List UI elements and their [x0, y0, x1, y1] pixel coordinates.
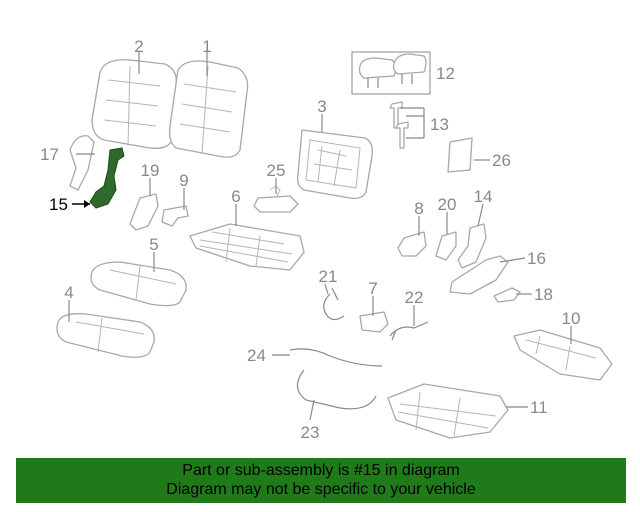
part-13-guides — [389, 101, 409, 149]
part-24-rod — [289, 348, 383, 367]
callout-6: 6 — [231, 187, 240, 206]
leader-lines — [68, 52, 572, 421]
part-25-cover — [253, 185, 299, 213]
part-3-seat-back-frame — [296, 129, 373, 200]
part-8-cover — [397, 231, 427, 257]
callout-21: 21 — [319, 267, 338, 286]
callout-9: 9 — [179, 171, 188, 190]
banner-line-2: Diagram may not be specific to your vehi… — [166, 481, 476, 498]
callout-1: 1 — [202, 37, 211, 56]
callout-18: 18 — [534, 285, 553, 304]
callout-22: 22 — [405, 288, 424, 307]
callout-2: 2 — [134, 37, 143, 56]
callout-19: 19 — [141, 161, 160, 180]
callout-15: 15 — [49, 195, 68, 214]
part-7-latch — [359, 311, 389, 333]
callout-14: 14 — [474, 187, 493, 206]
part-17-trim — [69, 135, 95, 191]
part-18-trim — [493, 287, 521, 303]
callout-7: 7 — [368, 279, 377, 298]
part-12-headrests — [351, 51, 431, 95]
callout-16: 16 — [527, 249, 546, 268]
part-16-trim — [449, 255, 509, 295]
callout-24: 24 — [247, 346, 266, 365]
callout-4: 4 — [64, 283, 73, 302]
callout-12: 12 — [436, 64, 455, 83]
callout-10: 10 — [562, 309, 581, 328]
part-11-base-frame — [387, 383, 509, 439]
leader-15 — [72, 200, 90, 208]
part-4-cushion-pad — [56, 313, 155, 358]
callout-25: 25 — [267, 161, 286, 180]
part-6-seat-frame — [189, 223, 305, 271]
part-9-bracket — [161, 205, 189, 227]
callout-8: 8 — [414, 199, 423, 218]
part-20-cover — [435, 231, 457, 261]
part-info-banner: Part or sub-assembly is #15 in diagram D… — [16, 458, 626, 503]
parts-diagram: 1 2 3 4 5 6 7 8 9 10 11 12 13 14 15 16 1… — [40, 37, 613, 442]
part-5-cushion — [90, 261, 187, 307]
callout-23: 23 — [301, 423, 320, 442]
callout-20: 20 — [438, 195, 457, 214]
callout-13: 13 — [430, 115, 449, 134]
part-2-seat-back-left — [91, 59, 177, 149]
part-22-cable — [389, 321, 429, 341]
banner-line-1: Part or sub-assembly is #15 in diagram — [182, 462, 460, 479]
part-15-highlighted — [89, 147, 125, 209]
part-1-seat-back-right — [168, 60, 249, 158]
part-23-rod — [296, 369, 377, 410]
callout-17: 17 — [40, 145, 59, 164]
callout-26: 26 — [492, 151, 511, 170]
part-26-panel — [447, 137, 473, 173]
callout-3: 3 — [317, 97, 326, 116]
callout-5: 5 — [149, 235, 158, 254]
part-21-cable — [323, 287, 345, 321]
part-10-rail — [513, 329, 613, 381]
callout-11: 11 — [530, 398, 548, 417]
part-14-bracket — [457, 223, 487, 269]
part-19-cover — [129, 193, 159, 231]
